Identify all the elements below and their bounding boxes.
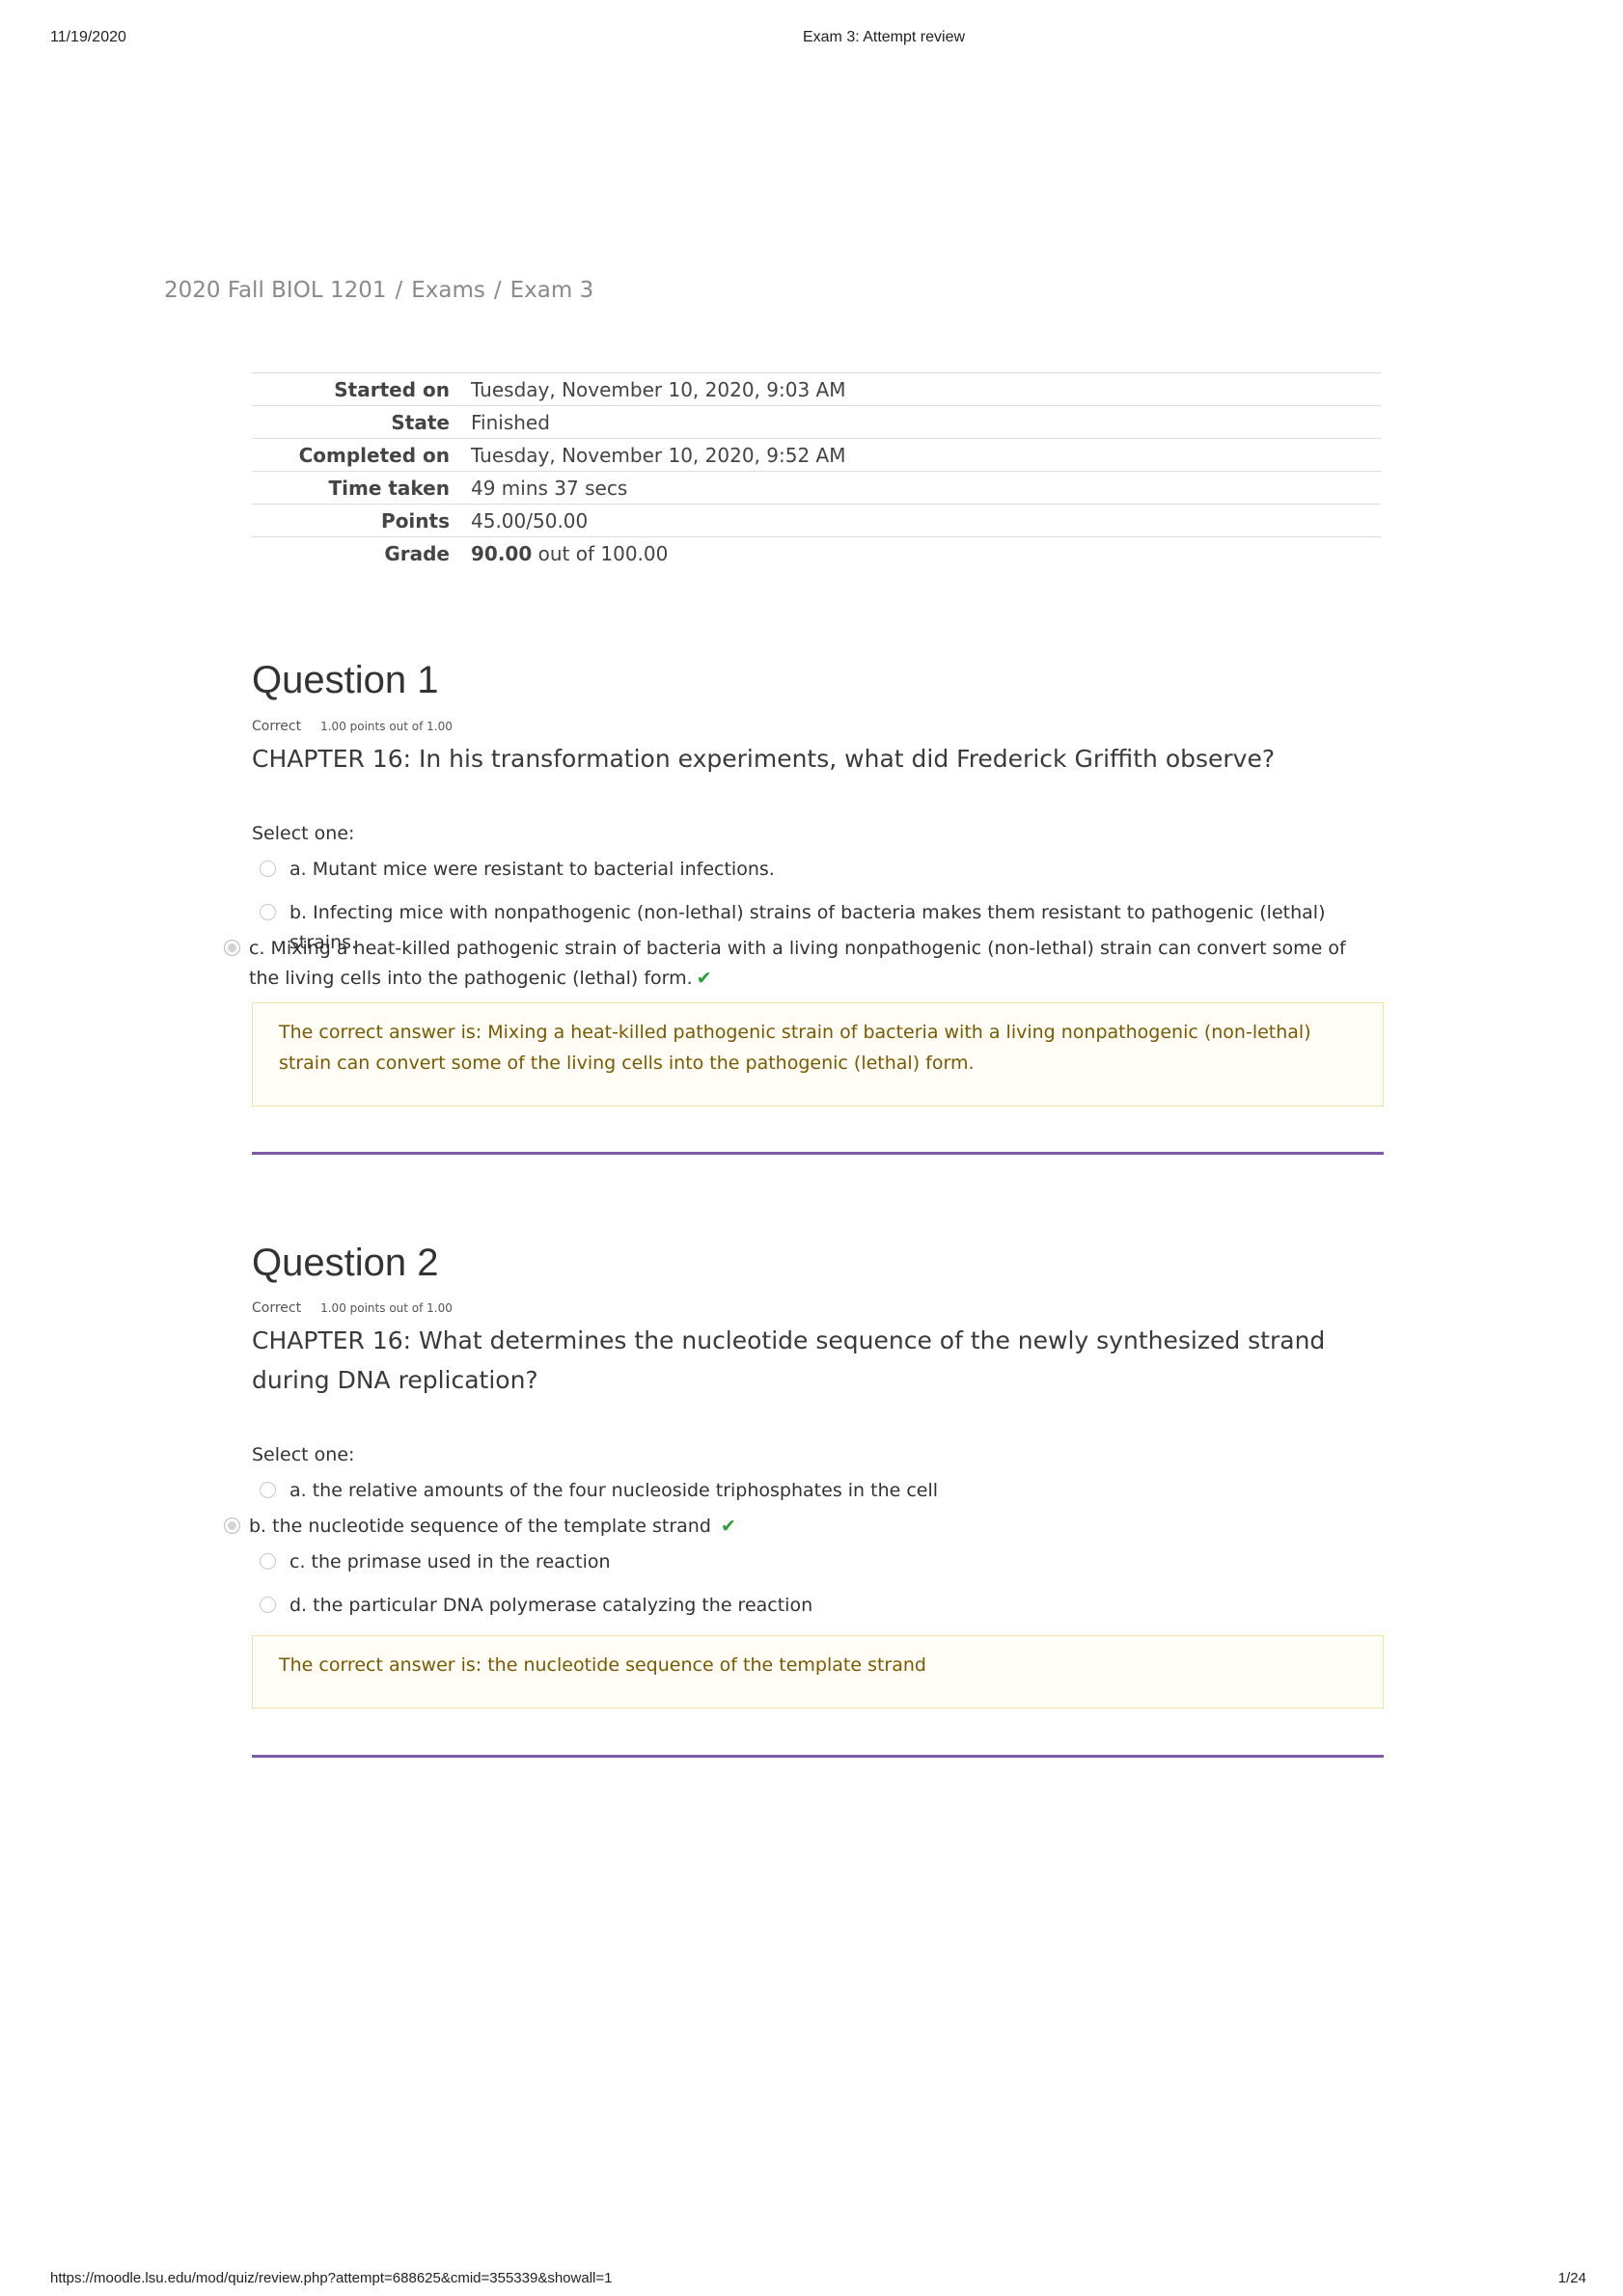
summary-label: State [252,405,471,439]
correct-answer-feedback: The correct answer is: Mixing a heat-kil… [252,1002,1384,1107]
summary-label: Grade [252,536,471,569]
question-state: Correct 1.00 points out of 1.00 [252,1300,453,1316]
radio-button-selected[interactable] [224,1517,240,1534]
answer-option-selected[interactable]: b. the nucleotide sequence of the templa… [224,1512,1343,1542]
answer-option-text: b. Infecting mice with nonpathogenic (no… [289,902,1326,953]
summary-value: 90.00 out of 100.00 [471,536,1381,569]
question-title: Question 2 [252,1242,439,1284]
summary-value: 45.00/50.00 [471,504,1381,537]
question-title: Question 1 [252,659,439,701]
answer-option-selected[interactable]: c. Mixing a heat-killed pathogenic strai… [224,934,1382,994]
question-state-label: Correct [252,1300,302,1316]
answer-option[interactable]: a. Mutant mice were resistant to bacteri… [260,855,1379,885]
question-state: Correct 1.00 points out of 1.00 [252,719,453,734]
answer-option-text: a. Mutant mice were resistant to bacteri… [289,859,775,880]
summary-label: Completed on [252,438,471,472]
breadcrumb-exam3[interactable]: Exam 3 [509,278,594,303]
radio-button[interactable] [260,861,276,877]
check-icon: ✔ [696,968,712,989]
print-page-number: 1/24 [1557,2270,1586,2286]
answer-option-text: b. the nucleotide sequence of the templa… [249,1512,736,1542]
answer-option-text: c. the primase used in the reaction [289,1551,611,1572]
answer-option-text: c. Mixing a heat-killed pathogenic strai… [249,934,1368,994]
answer-option[interactable]: c. the primase used in the reaction [260,1547,1379,1577]
correct-answer-feedback: The correct answer is: the nucleotide se… [252,1635,1384,1708]
print-url: https://moodle.lsu.edu/mod/quiz/review.p… [50,2270,613,2286]
answer-option-text: d. the particular DNA polymerase catalyz… [289,1595,813,1616]
summary-label: Time taken [252,471,471,505]
radio-button[interactable] [260,1553,276,1570]
summary-row-state: State Finished [252,405,1381,439]
summary-row-grade: Grade 90.00 out of 100.00 [252,536,1381,569]
question-state-label: Correct [252,719,302,734]
question-text: CHAPTER 16: In his transformation experi… [252,745,1276,773]
answer-option[interactable]: b. Infecting mice with nonpathogenic (no… [260,898,1389,958]
select-one-label: Select one: [252,1444,355,1465]
answer-option-text: a. the relative amounts of the four nucl… [289,1480,939,1501]
radio-button[interactable] [260,1482,276,1498]
attempt-summary: Started on Tuesday, November 10, 2020, 9… [252,372,1381,569]
question-text: CHAPTER 16: What determines the nucleoti… [252,1326,1326,1394]
summary-value: Tuesday, November 10, 2020, 9:03 AM [471,372,1381,406]
summary-row-started: Started on Tuesday, November 10, 2020, 9… [252,372,1381,406]
breadcrumb-separator: / [493,278,502,303]
summary-row-completed: Completed on Tuesday, November 10, 2020,… [252,438,1381,472]
radio-button[interactable] [260,1597,276,1613]
select-one-label: Select one: [252,823,355,844]
summary-value: Tuesday, November 10, 2020, 9:52 AM [471,438,1381,472]
summary-value: 49 mins 37 secs [471,471,1381,505]
question-divider [252,1152,1384,1155]
breadcrumb: 2020 Fall BIOL 1201 / Exams / Exam 3 [164,278,593,303]
summary-row-time-taken: Time taken 49 mins 37 secs [252,471,1381,505]
question-divider [252,1755,1384,1758]
breadcrumb-course[interactable]: 2020 Fall BIOL 1201 [164,278,387,303]
grade-value: 90.00 [471,541,533,565]
answer-option-label: b. the nucleotide sequence of the templa… [249,1516,711,1537]
summary-label: Points [252,504,471,537]
answer-option[interactable]: d. the particular DNA polymerase catalyz… [260,1591,1379,1621]
grade-out-of: out of 100.00 [532,541,669,565]
check-icon: ✔ [720,1516,736,1537]
answer-option-label: c. Mixing a heat-killed pathogenic strai… [249,938,1346,989]
breadcrumb-exams[interactable]: Exams [411,278,485,303]
summary-row-points: Points 45.00/50.00 [252,504,1381,537]
summary-label: Started on [252,372,471,406]
answer-option[interactable]: a. the relative amounts of the four nucl… [260,1476,1379,1506]
radio-button-selected[interactable] [224,940,240,956]
print-title: Exam 3: Attempt review [802,29,966,45]
breadcrumb-separator: / [395,278,403,303]
print-date: 11/19/2020 [50,29,126,45]
summary-value: Finished [471,405,1381,439]
question-points: 1.00 points out of 1.00 [320,1301,453,1315]
radio-button[interactable] [260,904,276,920]
question-points: 1.00 points out of 1.00 [320,720,453,733]
